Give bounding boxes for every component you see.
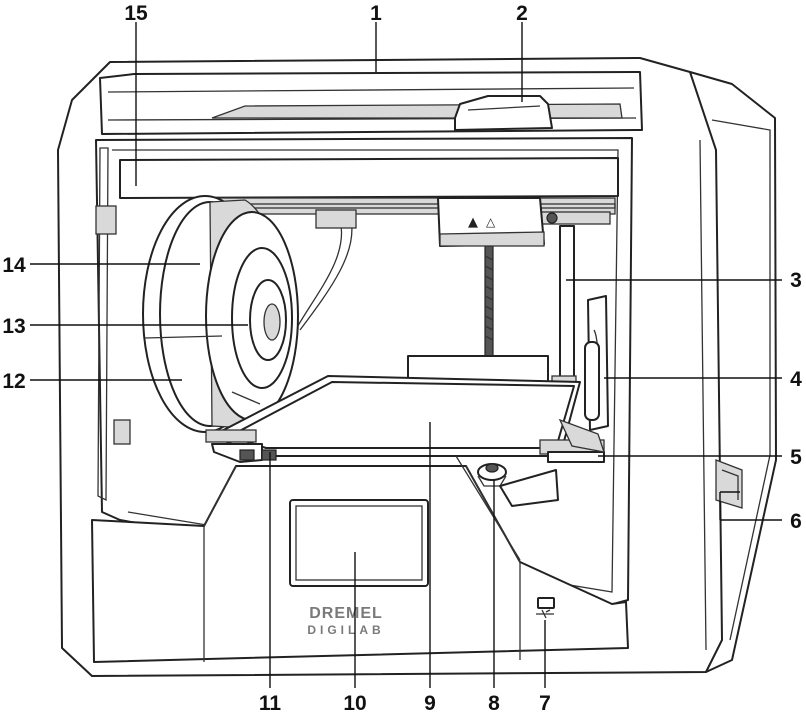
brand-product: DIGILAB [307,623,384,637]
callout-12: 12 [2,370,25,393]
filament-spool [143,196,298,432]
touchscreen [290,500,428,586]
callout-1: 1 [370,2,382,25]
callout-9: 9 [424,692,436,715]
callout-3: 3 [790,269,802,292]
callout-2: 2 [516,2,528,25]
callout-8: 8 [488,692,500,715]
brand-name: DREMEL [309,605,383,622]
svg-text:▲: ▲ [468,215,478,230]
callout-11: 11 [259,692,282,715]
callout-4: 4 [790,368,802,391]
callout-13: 13 [2,315,25,338]
svg-text:△: △ [486,215,496,229]
callout-14: 14 [2,254,26,277]
callout-6: 6 [790,510,802,533]
callout-10: 10 [343,692,366,715]
callout-5: 5 [790,446,802,469]
callout-7: 7 [539,692,551,715]
brand-logo: DREMEL DIGILAB [307,605,384,637]
callout-15: 15 [124,2,148,25]
